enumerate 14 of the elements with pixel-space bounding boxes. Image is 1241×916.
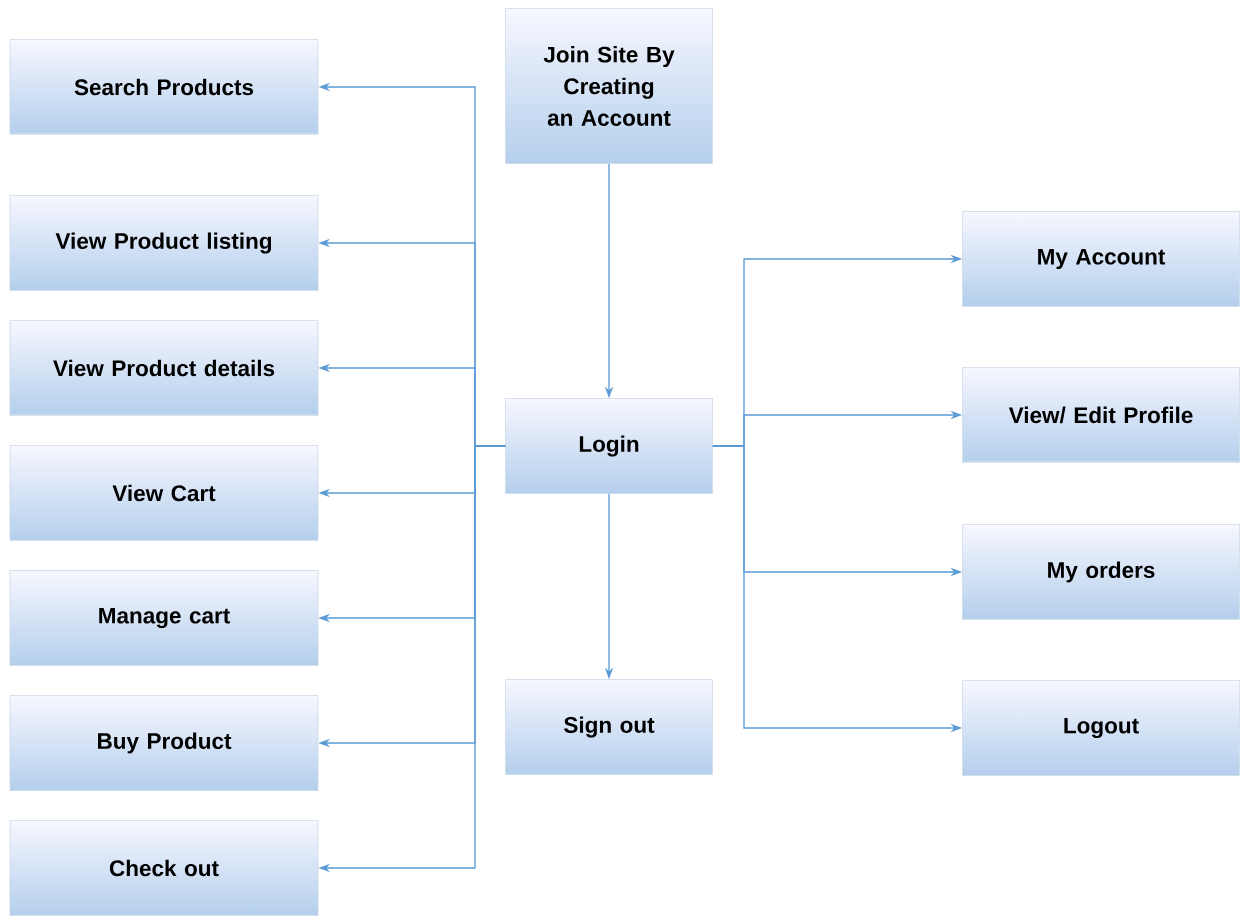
process-box: Manage cart [9, 570, 319, 666]
process-box: My orders [962, 524, 1240, 620]
process-box: Login [505, 398, 713, 494]
process-box: Search Products [9, 39, 319, 135]
process-box: View Product details [9, 320, 319, 416]
process-box: View Product listing [9, 195, 319, 291]
process-box: View Cart [9, 445, 319, 541]
process-box: Check out [9, 820, 319, 916]
process-box: My Account [962, 211, 1240, 307]
process-box: Buy Product [9, 695, 319, 791]
process-box: Logout [962, 680, 1240, 776]
process-box: Join Site By Creating an Account [505, 8, 713, 164]
process-box: View/ Edit Profile [962, 367, 1240, 463]
process-box: Sign out [505, 679, 713, 775]
